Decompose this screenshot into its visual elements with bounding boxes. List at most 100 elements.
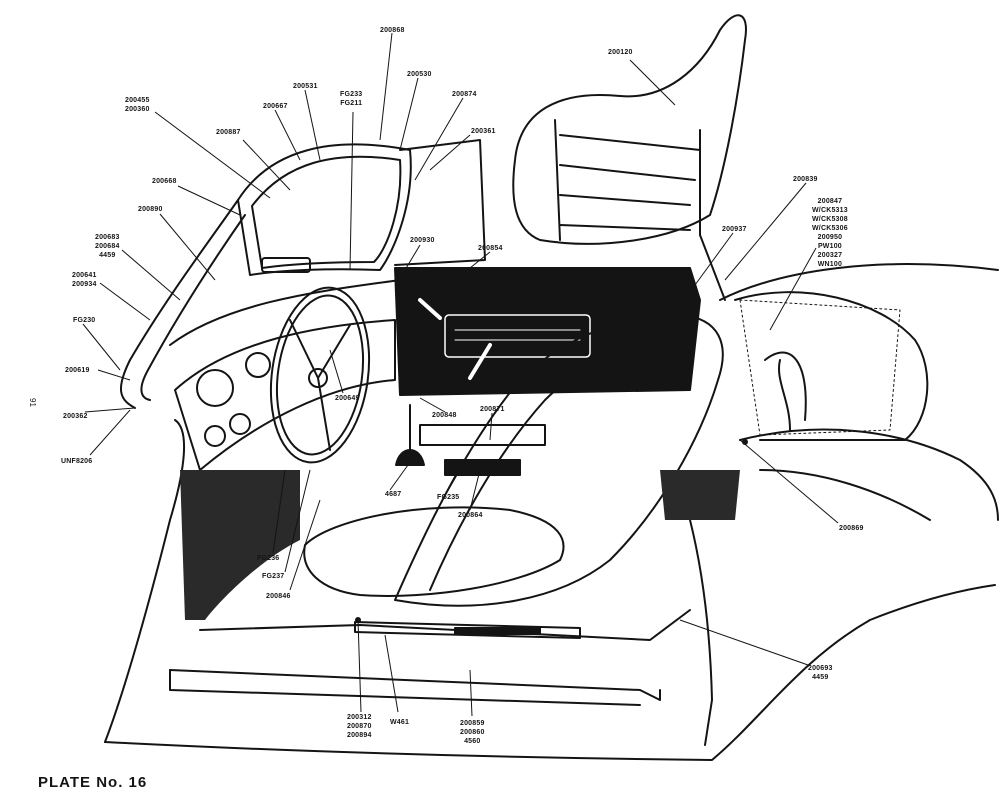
center-console: [419, 424, 546, 446]
callout-line: 200327: [817, 252, 843, 259]
callout-W461: W461: [390, 719, 410, 726]
callout-200871: 200871: [480, 406, 505, 413]
leader-200854: [469, 251, 491, 269]
leader-200683: [121, 249, 181, 301]
steering-spokes: [289, 319, 351, 451]
callout-line: W/CK5313: [812, 207, 848, 214]
rear-fender: [739, 428, 999, 521]
leader-200120: [629, 59, 676, 106]
leader-200668: [177, 185, 241, 216]
callout-200668: 200668: [152, 178, 177, 185]
sill-face: [169, 669, 641, 706]
callout-line: PW100: [817, 243, 842, 250]
callout-UNF8206: UNF8206: [61, 458, 93, 465]
rear-window-frame: [734, 291, 929, 441]
leader-200667: [274, 109, 301, 161]
leader-200887: [242, 139, 291, 191]
seat-strut: [699, 234, 726, 301]
callout-line: 200312: [347, 714, 372, 721]
steering-wheel-inner: [275, 294, 365, 456]
door-window-frame: [394, 139, 486, 266]
leader-200869: [739, 439, 839, 524]
a-pillar-inner: [140, 214, 246, 401]
leader-FG236: [272, 469, 286, 554]
leader-200619: [97, 369, 131, 381]
callout-line: 200870: [347, 723, 372, 730]
leader-200859: [469, 669, 473, 717]
callout-200839: 200839: [793, 176, 818, 183]
callout-200847-group: 200847 W/CK5313 W/CK5308 W/CK5306 200950…: [812, 197, 848, 269]
leader-FG233: [349, 111, 354, 271]
steering-hub: [308, 368, 328, 388]
leader-200455: [154, 111, 271, 199]
callout-line: 200950: [817, 234, 843, 241]
callout-line: 4459: [812, 674, 829, 681]
seat-adjuster: [454, 627, 541, 635]
callout-line: 200847: [817, 198, 843, 205]
callout-200693-4459: 200693 4459: [808, 664, 833, 682]
callout-200667: 200667: [263, 103, 288, 110]
seat-back-frame: [554, 119, 701, 241]
callout-200683-group: 200683 200684 4459: [95, 233, 120, 260]
callout-line: 200693: [808, 665, 833, 672]
callout-200530: 200530: [407, 71, 432, 78]
callout-FG230: FG230: [73, 317, 96, 324]
callout-line: 200894: [347, 732, 372, 739]
callout-FG235: FG235: [437, 494, 460, 501]
leader-200930: [404, 244, 421, 271]
callout-200120: 200120: [608, 49, 633, 56]
callout-200848: 200848: [432, 412, 457, 419]
callout-200887: 200887: [216, 129, 241, 136]
callout-200649: 200649: [335, 395, 360, 402]
callout-200868: 200868: [380, 27, 405, 34]
seat-back: [394, 314, 724, 607]
leader-200864: [469, 469, 481, 511]
callout-200864: 200864: [458, 512, 483, 519]
leader-200874: [414, 97, 464, 181]
callout-line: 4560: [464, 738, 481, 745]
roof-line-rear: [719, 263, 999, 301]
dashboard-face: [174, 319, 396, 471]
callout-200890: 200890: [138, 206, 163, 213]
leader-FG235: [446, 469, 461, 493]
plate-title: PLATE No. 16: [38, 774, 148, 791]
callout-line: 200360: [125, 106, 150, 113]
callout-200619: 200619: [65, 367, 90, 374]
gauge-small-2: [229, 413, 251, 435]
leader-200649: [329, 349, 344, 394]
leader-200641: [99, 282, 151, 321]
callout-line: 200455: [125, 97, 150, 104]
leader-4687: [389, 464, 409, 491]
callout-line: WN100: [817, 261, 843, 268]
callout-line: 4459: [99, 252, 116, 259]
seat-rail: [354, 621, 581, 639]
page-number: 91: [27, 398, 37, 407]
leader-200848: [419, 397, 446, 413]
callout-200641-200934: 200641 200934: [72, 271, 97, 289]
leader-FG230: [82, 323, 121, 371]
fixing-dot: [355, 617, 361, 623]
leader-200693: [679, 619, 809, 666]
body-lower-outline: [104, 584, 996, 761]
callout-200937: 200937: [722, 226, 747, 233]
door-pocket-lines: [454, 329, 581, 341]
leader-200839: [724, 182, 807, 281]
callout-line: FG233: [340, 91, 363, 98]
leader-200871: [489, 412, 493, 441]
steering-wheel: [269, 286, 371, 464]
callout-line: W/CK5306: [812, 225, 848, 232]
callout-line: 200684: [95, 243, 120, 250]
switch-panel: [444, 459, 521, 476]
sill-top: [169, 669, 661, 701]
callout-200869: 200869: [839, 525, 864, 532]
callout-200846: 200846: [266, 593, 291, 600]
door-pocket: [444, 314, 591, 358]
leader-200361: [429, 134, 471, 171]
leader-200890: [159, 213, 216, 281]
rear-view-mirror: [261, 257, 311, 273]
gauge-small-1: [204, 425, 226, 447]
callout-200531: 200531: [293, 83, 318, 90]
door-handle: [418, 298, 442, 320]
leader-200846: [289, 499, 321, 591]
